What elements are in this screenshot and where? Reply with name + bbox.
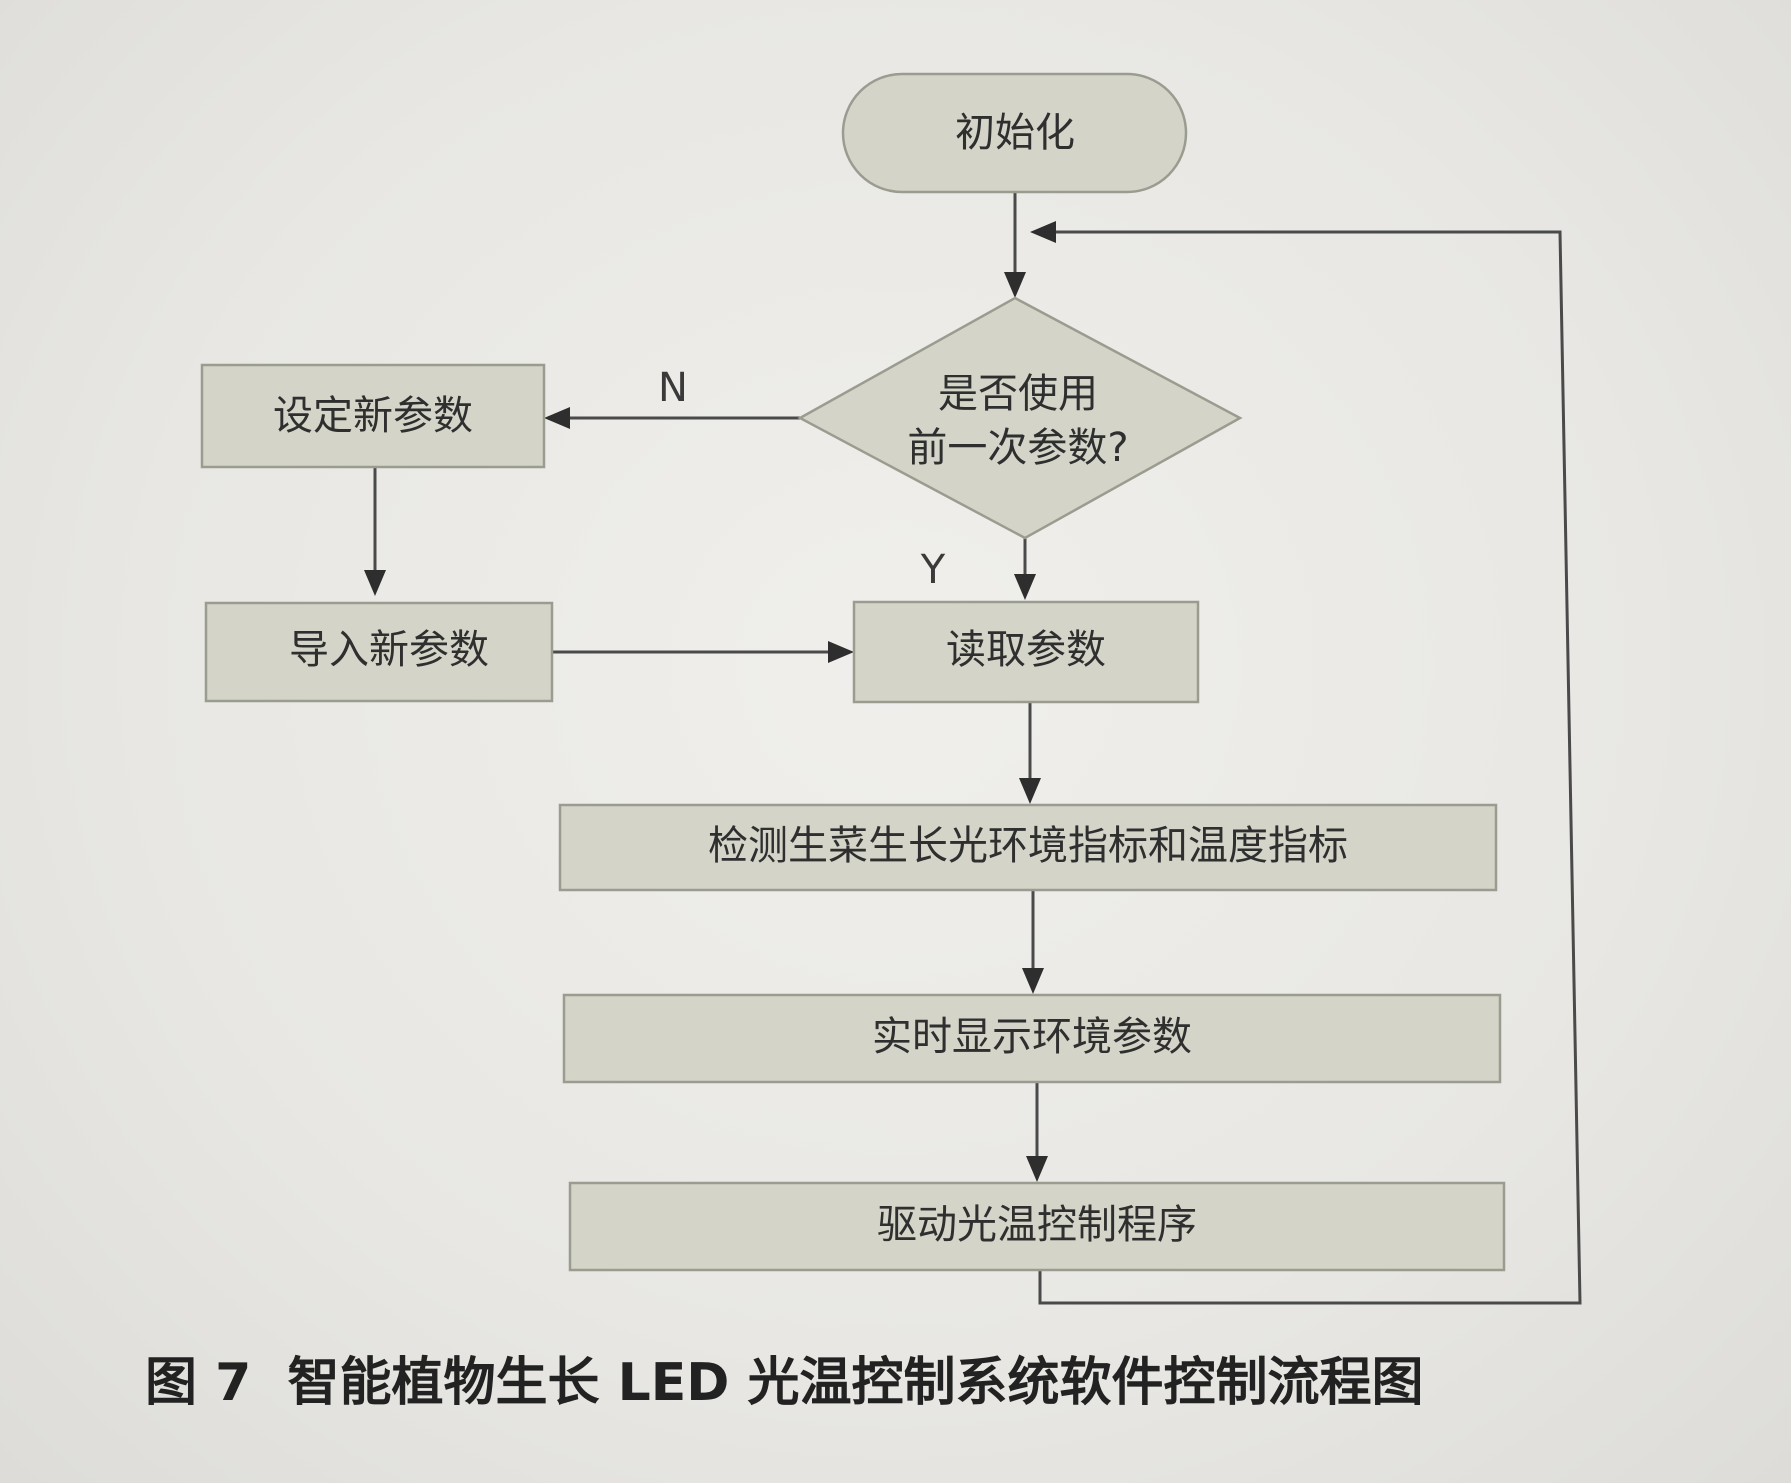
decision-node: 是否使用 前一次参数? — [797, 296, 1243, 540]
arrowhead-read-to-detect — [1019, 778, 1041, 804]
arrowhead-set-to-import — [364, 570, 386, 596]
set-params-node: 设定新参数 — [200, 363, 546, 469]
read-params-box — [852, 600, 1200, 704]
set-params-box — [200, 363, 546, 469]
start-node: 初始化 — [841, 72, 1188, 194]
drive-label: 驱动光温控制程序 — [877, 1202, 1197, 1248]
figure-caption: 图 7 智能植物生长 LED 光温控制系统软件控制流程图 — [145, 1353, 1424, 1413]
decision-diamond — [797, 296, 1243, 540]
arrowhead-import-to-read — [828, 641, 854, 663]
arrowhead-decision-to-set — [544, 407, 570, 429]
decision-label-line2: 前一次参数? — [907, 425, 1128, 471]
detect-node: 检测生菜生长光环境指标和温度指标 — [558, 803, 1498, 892]
import-params-label: 导入新参数 — [289, 627, 489, 673]
import-params-node: 导入新参数 — [204, 601, 554, 703]
display-box — [562, 993, 1502, 1084]
edges — [364, 192, 1582, 1305]
read-params-label: 读取参数 — [946, 627, 1106, 673]
read-params-node: 读取参数 — [852, 600, 1200, 704]
drive-box — [568, 1181, 1506, 1272]
start-terminator — [841, 72, 1188, 194]
arrowhead-detect-to-display — [1022, 968, 1044, 994]
display-node: 实时显示环境参数 — [562, 993, 1502, 1084]
detect-box — [558, 803, 1498, 892]
edge-loop-back — [1038, 230, 1582, 1305]
import-params-box — [204, 601, 554, 703]
arrowhead-decision-to-read — [1014, 574, 1036, 600]
set-params-label: 设定新参数 — [273, 393, 473, 439]
edge-label-yes: Y — [920, 547, 946, 593]
decision-label-line1: 是否使用 — [938, 371, 1098, 417]
edge-label-no: N — [658, 365, 688, 411]
arrowhead-loop-back — [1030, 221, 1056, 243]
display-label: 实时显示环境参数 — [872, 1014, 1192, 1060]
arrowhead-start-to-decision — [1004, 272, 1026, 298]
detect-label: 检测生菜生长光环境指标和温度指标 — [708, 823, 1348, 869]
start-label: 初始化 — [955, 110, 1075, 156]
arrowhead-display-to-drive — [1026, 1156, 1048, 1182]
drive-node: 驱动光温控制程序 — [568, 1181, 1506, 1272]
